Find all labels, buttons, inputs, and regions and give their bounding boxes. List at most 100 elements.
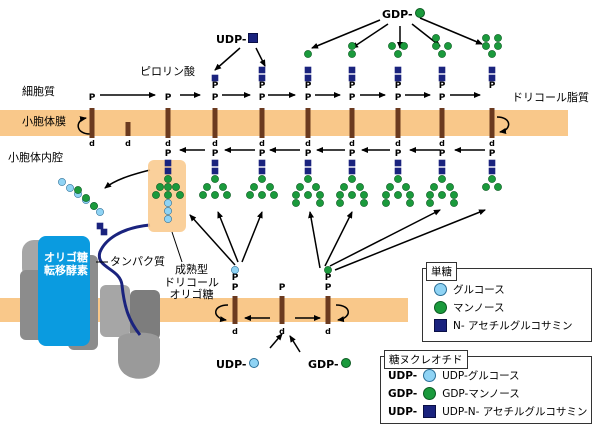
dolichol-label: d [279, 327, 285, 336]
mannose-unit [394, 175, 402, 183]
udp-glucose-bottom-label: UDP- [216, 358, 259, 372]
phosphate-label: P [232, 273, 239, 283]
mannose-unit [348, 50, 356, 58]
legend-udp-glucose: UDP-UDP-グルコース [388, 369, 520, 382]
phosphate-label: P [325, 283, 332, 293]
dolichol-label: d [125, 139, 131, 148]
glcnac-unit [348, 159, 356, 167]
mannose-unit [258, 175, 266, 183]
phosphate-label: P [259, 81, 266, 91]
dolichol-label: d [305, 139, 311, 148]
er-membrane-top [0, 110, 568, 136]
mannose-unit [156, 183, 164, 191]
mannose-unit [324, 266, 332, 274]
mannose-unit [246, 191, 254, 199]
mannose-unit [430, 183, 438, 191]
mannose-unit [304, 175, 312, 183]
mannose-unit [482, 183, 490, 191]
mannose-unit [426, 191, 434, 199]
mannose-unit [266, 183, 274, 191]
phosphate-label: P [439, 93, 446, 103]
mannose-unit [360, 199, 368, 207]
glucose-circle-icon [248, 358, 259, 368]
mannose-unit [312, 183, 320, 191]
dolichol-anchor [349, 108, 355, 138]
mannose-unit [219, 183, 227, 191]
glcnac-unit [304, 167, 312, 175]
mannose-unit [336, 191, 344, 199]
mannose-unit [356, 183, 364, 191]
mature-oligo-label: 成熟型 ドリコール オリゴ糖 [164, 263, 219, 302]
glcnac-unit [258, 74, 266, 82]
glcnac-unit [488, 159, 496, 167]
glcnac-unit [258, 159, 266, 167]
mannose-unit [199, 191, 207, 199]
mannose-unit [406, 199, 414, 207]
mannose-unit [258, 191, 266, 199]
mannose-unit [250, 183, 258, 191]
glucose-unit [66, 184, 74, 192]
legend-glcnac: N- アセチルグルコサミン [434, 318, 573, 333]
glcnac-unit [164, 167, 172, 175]
dolichol-label: d [232, 327, 238, 336]
mannose-circle-icon [340, 358, 351, 368]
phosphate-label: P [349, 149, 356, 159]
dolichol-anchor [89, 108, 95, 138]
phosphate-label: P [489, 81, 496, 91]
glcnac-unit [211, 167, 219, 175]
dolichol-label: d [259, 139, 265, 148]
glcnac-square-icon [434, 319, 447, 332]
mannose-unit [164, 175, 172, 183]
glcnac-square-icon [423, 405, 437, 418]
gdp-mannose-top-label: GDP- [382, 8, 425, 22]
glcnac-unit [304, 66, 312, 74]
legend-gdp-mannose: GDP-GDP-マンノース [388, 387, 520, 400]
glucose-circle-icon [423, 369, 437, 382]
mannose-unit [223, 191, 231, 199]
er-membrane-label: 小胞体膜 [22, 115, 66, 128]
mannose-unit [90, 202, 98, 210]
mannose-unit [446, 183, 454, 191]
phosphate-label: P [395, 93, 402, 103]
dolichol-anchor [212, 108, 218, 138]
dolichol-label: d [349, 139, 355, 148]
dolichol-anchor [125, 122, 131, 136]
mannose-unit [164, 191, 172, 199]
ost-catalytic-subunit [38, 236, 90, 346]
phosphate-label: P [349, 93, 356, 103]
mannose-unit [426, 199, 434, 207]
mannose-unit [336, 199, 344, 207]
dolichol-anchor [232, 296, 238, 324]
phosphate-label: P [305, 149, 312, 159]
glcnac-unit [438, 159, 446, 167]
er-lumen-label: 小胞体内腔 [8, 151, 63, 164]
mannose-unit [482, 34, 490, 42]
dolichol-label: d [489, 139, 495, 148]
glcnac-square-icon [247, 33, 258, 43]
dolichol-anchor [395, 108, 401, 138]
mannose-unit [172, 183, 180, 191]
glcnac-unit [438, 74, 446, 82]
mannose-unit [292, 191, 300, 199]
glucose-unit [164, 207, 172, 215]
dolichol-label: d [325, 327, 331, 336]
mannose-unit [360, 191, 368, 199]
mannose-unit [152, 191, 160, 199]
dolichol-label: d [395, 139, 401, 148]
mannose-unit [203, 183, 211, 191]
dolichol-anchor [489, 108, 495, 138]
protein-label: タンパク質 [110, 255, 165, 268]
dolichol-label: d [165, 139, 171, 148]
phosphate-label: P [305, 93, 312, 103]
phosphate-label: P [349, 81, 356, 91]
dolichol-anchor [279, 296, 285, 324]
glcnac-unit [348, 74, 356, 82]
dolichol-anchor [259, 108, 265, 138]
glcnac-unit [258, 167, 266, 175]
dolichol-anchor [165, 108, 171, 138]
glcnac-unit [488, 66, 496, 74]
glcnac-unit [211, 74, 219, 82]
nucleotide-legend-title: 糖ヌクレオチド [384, 350, 468, 369]
